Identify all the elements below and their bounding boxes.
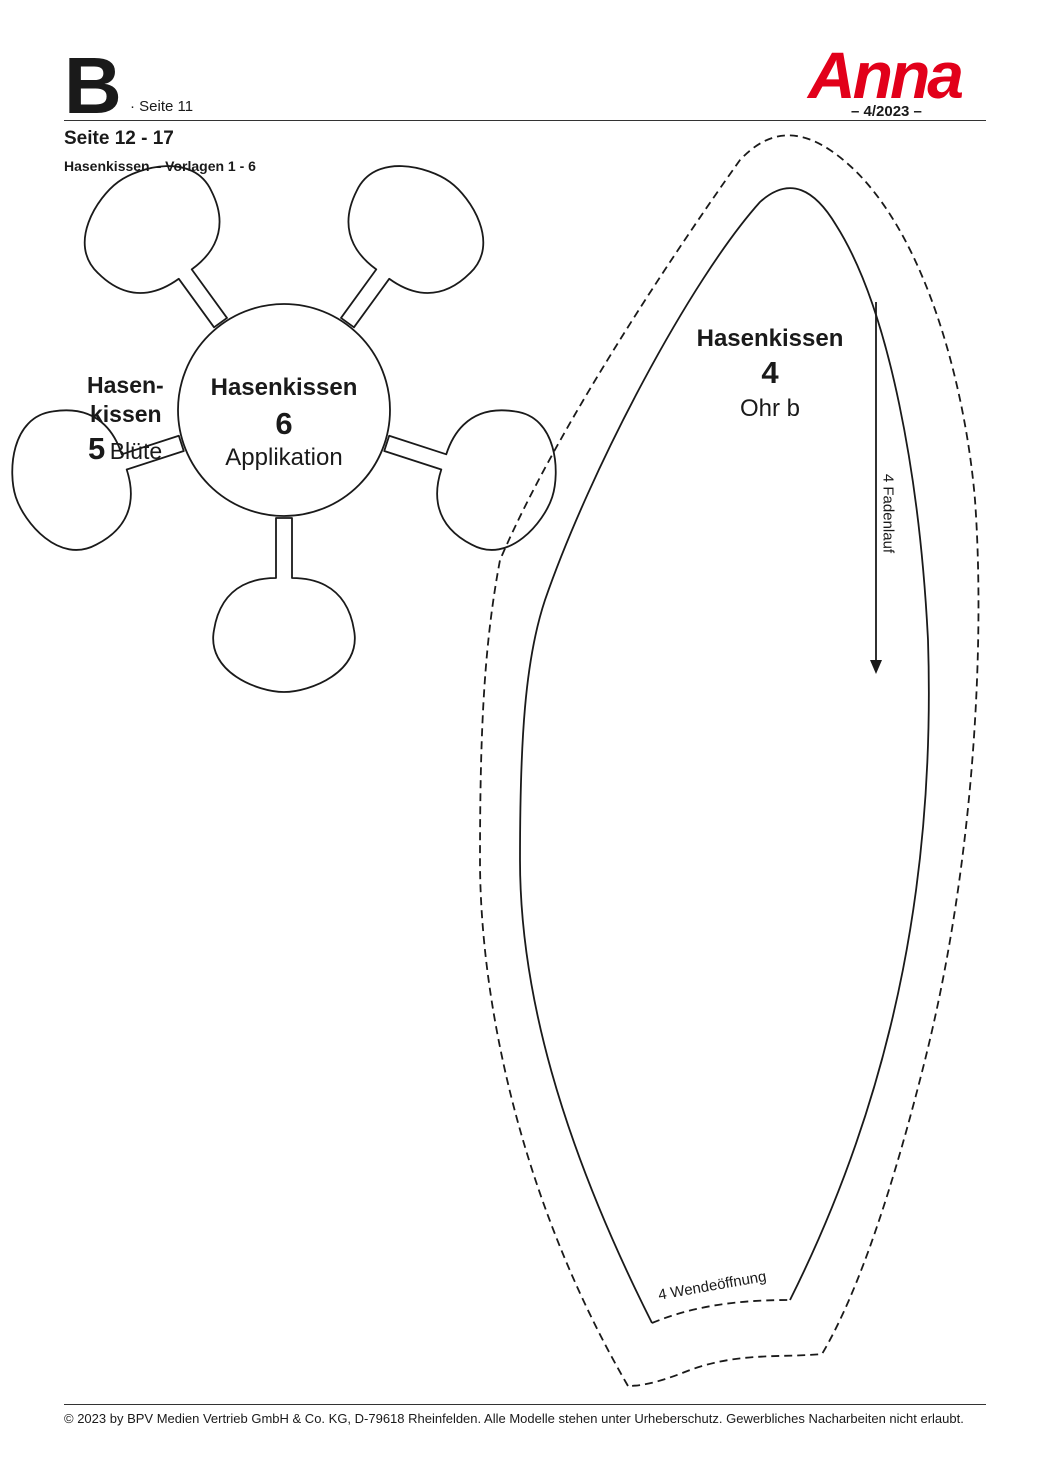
sheet-letter: B [64,41,122,130]
ear-outline [519,187,930,1324]
copyright-notice: © 2023 by BPV Medien Vertrieb GmbH & Co.… [64,1411,964,1426]
petal-label: 5 Blüte [88,433,162,464]
center-number: 6 [275,406,293,441]
petal-shape [11,409,185,551]
petal-shape [83,165,228,329]
petal-name-line2: kissen [90,401,162,427]
petal-number: 5 [88,431,106,466]
sheet-page: · Seite 11 [130,98,194,115]
anna-logo: Anna [808,38,964,112]
ear-name: Hasenkissen [696,325,844,352]
grain-line-label: 4 Fadenlauf [879,473,897,554]
header-divider [64,120,986,121]
petal-name-line1: Hasen- [87,372,164,398]
flower-center-circle [177,303,391,517]
turning-opening-line [651,1299,791,1324]
arrow-head-icon [870,660,882,674]
ear-number: 4 [761,355,779,390]
flower-petals [11,165,557,693]
ear-part: Ohr b [739,395,801,422]
issue-number: – 4/2023 – [851,103,922,120]
footer-divider [64,1404,986,1405]
petal-shape [212,517,356,693]
center-name: Hasenkissen [210,374,358,401]
center-part: Applikation [225,444,343,471]
ear-seam-allowance [479,134,980,1387]
petal-shape [340,165,485,329]
page-range-title: Seite 12 - 17 [64,128,174,149]
petal-shape [383,409,557,551]
petal-part: Blüte [109,438,163,464]
